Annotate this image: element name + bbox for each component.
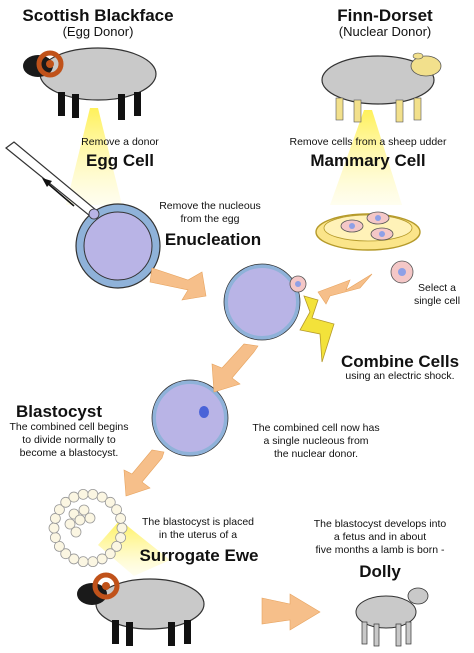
nucleus-note-line1: The combined cell now has	[252, 422, 380, 434]
blastocyst-cell	[115, 532, 127, 543]
nuclear-donor-title: Finn-Dorset	[337, 6, 433, 25]
blastocyst-ball	[48, 488, 128, 568]
egg-step-note: Remove a donor	[81, 136, 159, 148]
enucleated-cell	[223, 263, 301, 341]
dolly-line1: The blastocyst develops into	[313, 518, 447, 530]
mammary-extraction-beam	[330, 110, 402, 205]
finn-dorset-sheep	[321, 52, 442, 123]
arrow-left-icon	[317, 273, 373, 305]
blastocyst-cell	[48, 522, 60, 534]
scottish-blackface-sheep	[23, 47, 157, 120]
combine-cells-note: using an electric shock.	[345, 370, 455, 382]
combined-cell	[151, 379, 229, 457]
blastocyst-cell	[96, 491, 108, 503]
blastocyst-cell	[104, 496, 116, 508]
blastocyst-cell	[70, 526, 82, 538]
select-cell-line2: single cell	[413, 295, 461, 307]
combine-cells-label: Combine Cells	[340, 352, 460, 371]
arrow-down-left-icon	[211, 343, 259, 393]
egg-cell-label: Egg Cell	[85, 151, 154, 170]
blastocyst-cell	[115, 513, 127, 524]
dolly-line2: a fetus and in about	[333, 531, 427, 543]
select-cell-line1: Select a	[418, 282, 456, 294]
arrow-right-icon	[149, 267, 207, 301]
surrogate-line2: in the uterus of a	[158, 529, 238, 541]
blastocyst-cell	[49, 532, 61, 543]
blastocyst-line2: to divide normally to	[22, 434, 116, 446]
surrogate-ewe-label: Surrogate Ewe	[139, 546, 259, 565]
blastocyst-cell	[87, 556, 99, 568]
blastocyst-cell	[111, 504, 123, 516]
donor-cell	[289, 275, 307, 293]
arrow-down-left-icon-2	[123, 449, 165, 497]
egg-donor-subtitle: (Egg Donor)	[62, 24, 134, 39]
dolly-label: Dolly	[359, 562, 401, 581]
single-cell	[390, 260, 414, 284]
nucleus-note-line3: the nuclear donor.	[273, 448, 359, 460]
mammary-step-note: Remove cells from a sheep udder	[289, 136, 447, 148]
blastocyst-cell	[49, 513, 61, 524]
blastocyst-line1: The combined cell begins	[9, 421, 129, 433]
blastocyst-line3: become a blastocyst.	[19, 447, 119, 459]
blastocyst-label: Blastocyst	[16, 402, 102, 421]
surrogate-ewe-sheep	[77, 572, 205, 646]
surrogate-line1: The blastocyst is placed	[141, 516, 255, 528]
surrogate-beam	[98, 520, 170, 576]
arrow-up-left-icon	[42, 178, 75, 207]
blastocyst-cell	[64, 518, 76, 530]
petri-dish	[315, 211, 421, 251]
blastocyst-cell	[87, 488, 99, 500]
enucleation-label: Enucleation	[164, 230, 262, 249]
blastocyst-cell	[78, 504, 90, 516]
blastocyst-cell	[53, 540, 65, 552]
electric-shock-icon	[299, 295, 335, 363]
blastocyst-cell	[74, 514, 86, 526]
blastocyst-cell	[104, 548, 116, 560]
enucleation-note-line2: from the egg	[180, 213, 240, 225]
blastocyst-cell	[68, 491, 80, 503]
egg-extraction-beam	[66, 108, 122, 205]
blastocyst-cell	[111, 540, 123, 552]
arrow-right-icon-2	[261, 593, 321, 631]
blastocyst-cell	[60, 496, 72, 508]
blastocyst-cell	[68, 553, 80, 565]
egg-cell	[75, 203, 161, 289]
nuclear-donor-subtitle: (Nuclear Donor)	[338, 24, 432, 39]
blastocyst-cell	[53, 504, 65, 516]
mammary-cell-label: Mammary Cell	[310, 151, 426, 170]
enucleation-note-line1: Remove the nucleous	[159, 200, 261, 212]
dolly-lamb	[355, 587, 429, 647]
blastocyst-cell	[96, 553, 108, 565]
blastocyst-cell	[77, 556, 89, 568]
nucleus-note-line2: a single nucleous from	[263, 435, 369, 447]
blastocyst-cell	[60, 548, 72, 560]
egg-donor-title: Scottish Blackface	[22, 6, 174, 25]
blastocyst-cell	[77, 488, 89, 500]
dolly-line3: five months a lamb is born -	[315, 544, 445, 556]
blastocyst-cell	[84, 512, 96, 524]
blastocyst-cell	[116, 522, 128, 534]
